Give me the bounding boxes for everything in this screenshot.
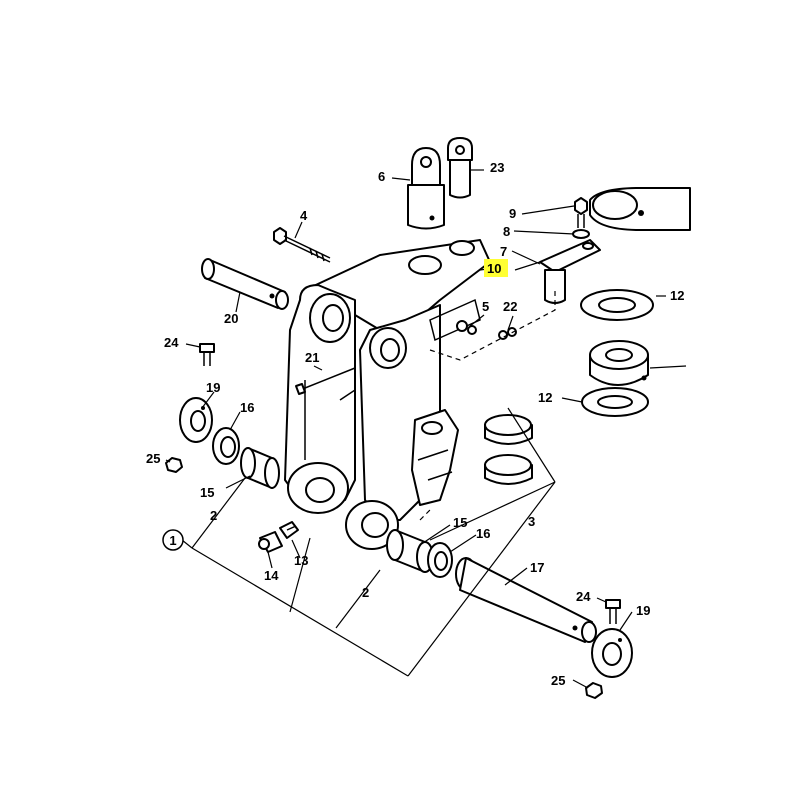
bush-12-center: [589, 340, 649, 386]
nut-25-left: [165, 457, 183, 473]
callout-8: 8: [503, 224, 510, 239]
callout-24-left: 24: [164, 335, 179, 350]
grease-fitting-14: [258, 531, 283, 553]
callout-14: 14: [264, 568, 279, 583]
callout-10: 10: [487, 261, 501, 276]
washer-12-upper: [580, 289, 654, 321]
callout-1: 1: [169, 533, 176, 548]
bolt-4: [273, 227, 331, 263]
nut-25-right: [585, 682, 603, 699]
callout-6: 6: [378, 169, 385, 184]
callout-25-right: 25: [551, 673, 565, 688]
shim-19-right: [591, 628, 633, 678]
seal-16-left: [212, 427, 240, 465]
callout-17: 17: [530, 560, 544, 575]
callout-10-highlight: [484, 259, 508, 277]
callout-12-upper: 12: [670, 288, 684, 303]
pin-17: [455, 557, 597, 643]
callout-23: 23: [490, 160, 504, 175]
callout-7: 7: [500, 244, 507, 259]
callout-16-left: 16: [240, 400, 254, 415]
cylinder-eye-23: [447, 137, 473, 199]
washer-12-lower: [581, 387, 649, 417]
callout-16-right: 16: [476, 526, 490, 541]
pin-20: [201, 258, 289, 310]
bolt-24-right: [605, 599, 621, 624]
callout-19-left: 19: [206, 380, 220, 395]
callout-12-lower: 12: [538, 390, 552, 405]
nut-5: [456, 320, 477, 335]
callout-2-right: 2: [362, 585, 369, 600]
bush-15-left: [240, 447, 280, 489]
shim-19-left: [179, 397, 213, 443]
bush-3-upper: [484, 414, 533, 445]
callout-20: 20: [224, 311, 238, 326]
callout-15-left: 15: [200, 485, 214, 500]
callout-9: 9: [509, 206, 516, 221]
callout-2-left: 2: [210, 508, 217, 523]
bush-3-lower: [484, 454, 533, 485]
lock-plate-7: [539, 239, 601, 304]
grease-nipple-13: [279, 521, 299, 539]
leader-lines: [165, 169, 687, 689]
callout-21: 21: [305, 350, 319, 365]
callout-24-right: 24: [576, 589, 591, 604]
callout-13: 13: [294, 553, 308, 568]
boom-end: [589, 187, 691, 231]
bolt-9: [574, 197, 588, 228]
callout-15-right: 15: [453, 515, 467, 530]
callout-19-right: 19: [636, 603, 650, 618]
callout-1-circle: [162, 529, 184, 551]
callout-labels: 1 2 2 3 4 5 6 7 8 9 10 12 12 13 14 15 15…: [146, 160, 684, 688]
kingpost-bracket: [284, 239, 491, 550]
callout-22: 22: [503, 299, 517, 314]
seal-16-right: [427, 542, 453, 578]
bolt-24-left: [199, 343, 215, 366]
callout-25-left: 25: [146, 451, 160, 466]
washer-8: [572, 229, 590, 239]
bush-15-right: [386, 529, 434, 573]
callout-5: 5: [482, 299, 489, 314]
callout-4: 4: [300, 208, 308, 223]
cylinder-eye-6: [407, 147, 445, 230]
callout-3: 3: [528, 514, 535, 529]
